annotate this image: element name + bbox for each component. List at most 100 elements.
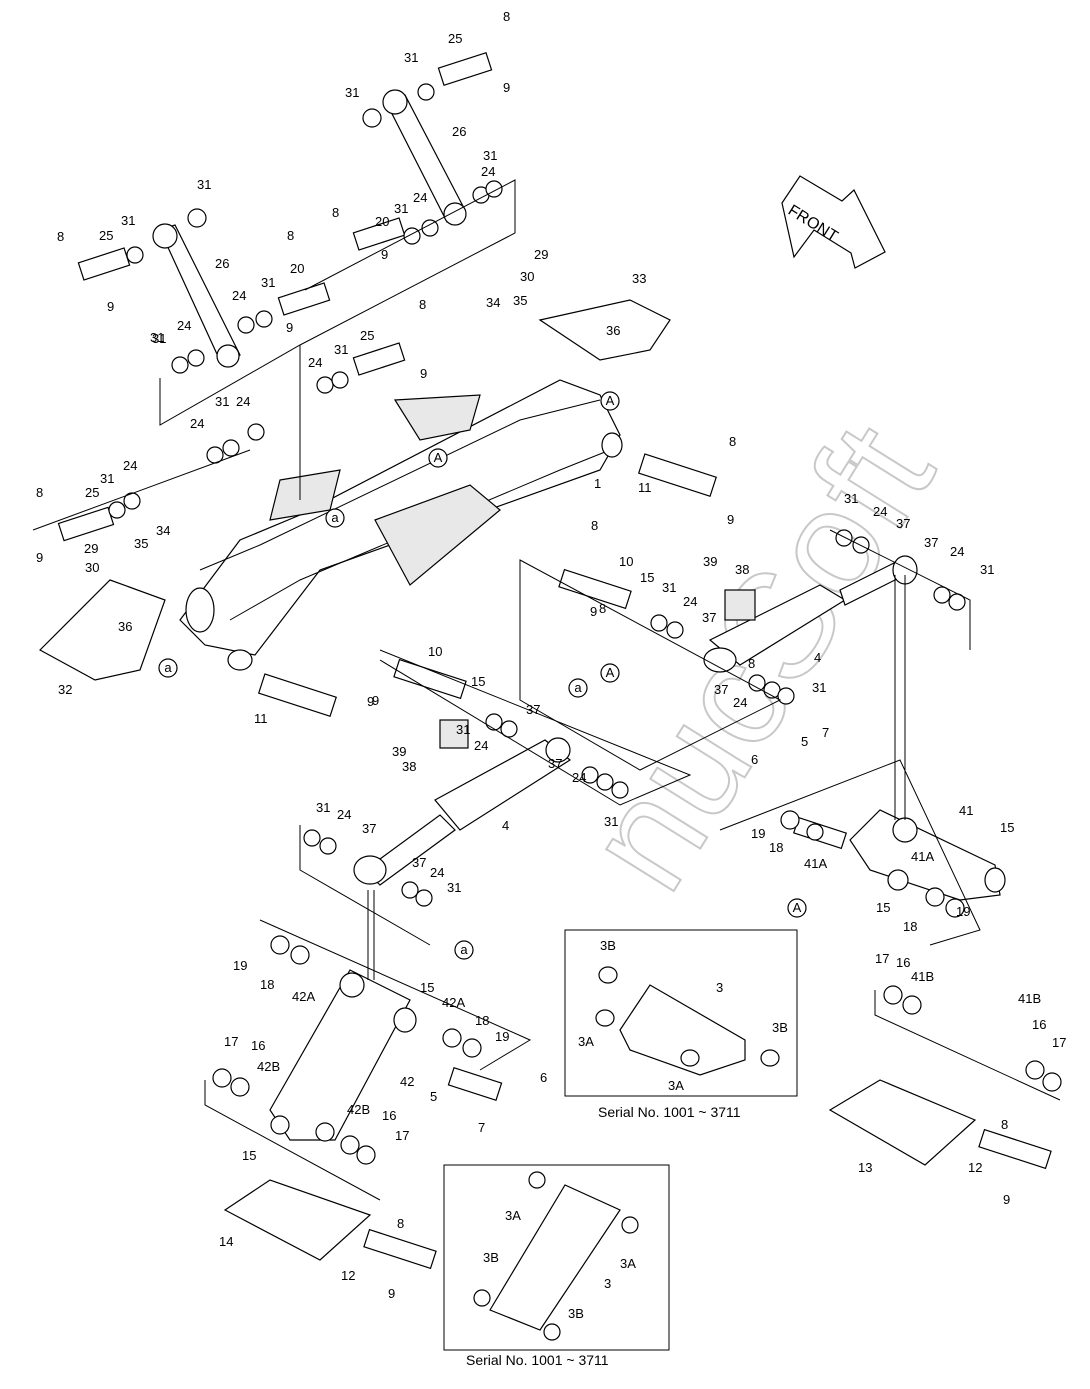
callout-label: 30	[520, 269, 534, 284]
callout-label: 9	[107, 299, 114, 314]
callout-label: 9	[727, 512, 734, 527]
callout-label: A	[606, 665, 615, 680]
callout-label: 39	[703, 554, 717, 569]
callout-label: 24	[474, 738, 488, 753]
inset-bottom-label: 3B	[568, 1306, 584, 1321]
callout-label: 38	[735, 562, 749, 577]
callout-label: 9	[367, 694, 374, 709]
callout-label: 36	[606, 323, 620, 338]
callout-circle	[325, 508, 345, 528]
callout-label: 18	[903, 919, 917, 934]
inset-bottom-caption: Serial No. 1001 ~ 3711	[466, 1352, 609, 1368]
callout-label: 9	[590, 604, 597, 619]
callout-label: 8	[599, 601, 606, 616]
callout-label: 37	[702, 610, 716, 625]
callout-circle	[600, 391, 620, 411]
callout-label: 17	[395, 1128, 409, 1143]
callout-label: 24	[683, 594, 697, 609]
callout-label: 9	[1003, 1192, 1010, 1207]
inset-bottom-label: 3A	[505, 1208, 521, 1223]
inset-bottom-drawing	[473, 1171, 639, 1341]
callout-label: 26	[452, 124, 466, 139]
callout-label: 6	[540, 1070, 547, 1085]
callout-label: 24	[413, 190, 427, 205]
callout-label: 31	[150, 330, 164, 345]
callout-label: 8	[748, 656, 755, 671]
callout-circle	[568, 678, 588, 698]
callout-label: 42B	[257, 1059, 280, 1074]
callout-label: 7	[478, 1120, 485, 1135]
bracket-42	[269, 969, 417, 1142]
callout-label: 5	[430, 1089, 437, 1104]
callout-label: 32	[58, 682, 72, 697]
callout-label: 8	[419, 297, 426, 312]
boom-frame	[179, 379, 623, 671]
callout-label: 31	[394, 201, 408, 216]
callout-label: 14	[219, 1234, 233, 1249]
callout-label: 16	[382, 1108, 396, 1123]
callout-label: 4	[814, 650, 821, 665]
callout-circle	[600, 663, 620, 683]
callout-label: 19	[751, 826, 765, 841]
callout-label: 34	[156, 523, 170, 538]
callout-label: 9	[286, 320, 293, 335]
callout-label: 31	[316, 800, 330, 815]
inset-bottom-label: 3A	[620, 1256, 636, 1271]
callout-label: 24	[232, 288, 246, 303]
inset-top-caption: Serial No. 1001 ~ 3711	[598, 1104, 741, 1120]
callout-label: 31	[100, 471, 114, 486]
callout-label: 16	[251, 1038, 265, 1053]
callout-label: 15	[471, 674, 485, 689]
callout-label: 9	[503, 80, 510, 95]
callout-label: 8	[332, 205, 339, 220]
callout-label: 20	[375, 214, 389, 229]
callout-label: 41A	[804, 856, 827, 871]
callout-label: 8	[397, 1216, 404, 1231]
protector-left	[39, 579, 166, 681]
callout-label: 31	[197, 177, 211, 192]
callout-label: 31	[345, 85, 359, 100]
callout-label: 37	[924, 535, 938, 550]
callout-label: 9	[372, 693, 379, 708]
callout-label: 39	[392, 744, 406, 759]
callout-label: 8	[36, 485, 43, 500]
callout-label: 24	[733, 695, 747, 710]
callout-label: 41B	[1018, 991, 1041, 1006]
callout-label: 13	[858, 1160, 872, 1175]
cylinder-upper	[703, 555, 918, 673]
callout-circle	[158, 658, 178, 678]
callout-label: 24	[123, 458, 137, 473]
callout-label: 24	[337, 807, 351, 822]
callout-label: 37	[714, 682, 728, 697]
callout-label: 29	[534, 247, 548, 262]
callout-label: 26	[215, 256, 229, 271]
callout-label: 36	[118, 619, 132, 634]
callout-circle	[454, 940, 474, 960]
front-arrow: FRONT	[781, 175, 886, 269]
callout-label: 24	[308, 355, 322, 370]
callout-label: 18	[769, 840, 783, 855]
callout-label: 20	[290, 261, 304, 276]
callout-circle	[787, 898, 807, 918]
callout-label: 24	[873, 504, 887, 519]
callout-label: 18	[475, 1013, 489, 1028]
valve-block-upper	[724, 589, 756, 621]
callout-label: 6	[751, 752, 758, 767]
callout-label: 9	[388, 1286, 395, 1301]
callout-label: A	[606, 393, 615, 408]
callout-label: 8	[729, 434, 736, 449]
callout-label: 41B	[911, 969, 934, 984]
callout-label: 31	[844, 491, 858, 506]
callout-label: 8	[57, 229, 64, 244]
inset-top-label: 3B	[772, 1020, 788, 1035]
callout-label: 31	[404, 50, 418, 65]
callout-label: 5	[801, 734, 808, 749]
callout-label: 25	[448, 31, 462, 46]
callout-label: 31	[334, 342, 348, 357]
callout-label: 8	[1001, 1117, 1008, 1132]
inset-top-label: 3A	[668, 1078, 684, 1093]
callout-label: 37	[412, 855, 426, 870]
